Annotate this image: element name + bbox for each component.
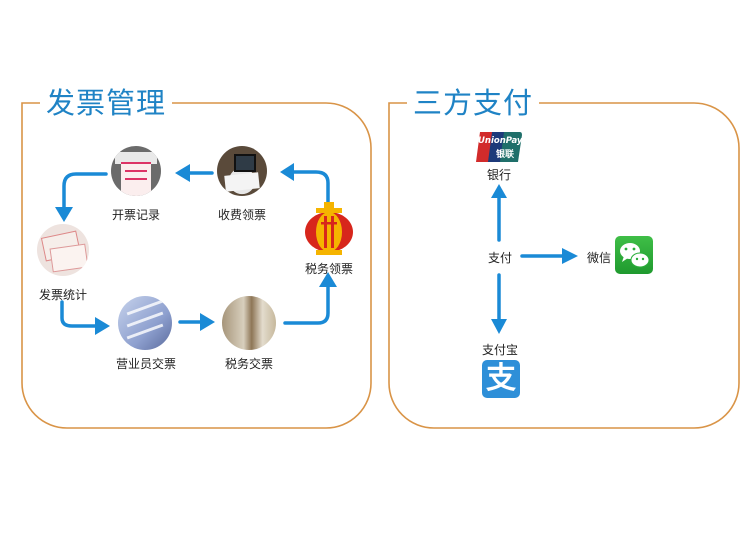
arrowhead bbox=[175, 164, 190, 182]
arrowhead bbox=[562, 248, 578, 264]
arrowhead bbox=[280, 163, 294, 181]
payment-label-alipay: 支付宝 bbox=[481, 343, 518, 357]
unionpay-logo-icon: UnionPay 银联 bbox=[476, 132, 522, 162]
arrow-taxsubmit-to-tax bbox=[283, 283, 330, 325]
node-label-record: 开票记录 bbox=[111, 208, 160, 222]
invoice-panel-title: 发票管理 bbox=[40, 86, 173, 120]
payment-panel-title: 三方支付 bbox=[407, 86, 540, 120]
arrowhead bbox=[95, 317, 110, 335]
invoice-panel-frame bbox=[21, 102, 372, 429]
arrowhead bbox=[319, 272, 337, 287]
payment-label-center: 支付 bbox=[487, 251, 512, 265]
invoice-stack-photo bbox=[37, 224, 89, 276]
node-label-clerk-submit: 营业员交票 bbox=[115, 357, 176, 371]
arrow-stats-to-clerk bbox=[60, 300, 98, 328]
arrow-record-to-stats bbox=[62, 172, 108, 212]
printer-photo bbox=[111, 146, 161, 196]
arrowhead bbox=[200, 313, 215, 331]
node-label-tax-issue: 税务领票 bbox=[304, 262, 353, 276]
node-label-tax-submit: 税务交票 bbox=[224, 357, 273, 371]
node-label-collect: 收费领票 bbox=[217, 208, 266, 222]
cashier-photo bbox=[217, 146, 267, 196]
arrowhead bbox=[491, 319, 507, 334]
arrowhead bbox=[491, 184, 507, 198]
payment-label-wechat: 微信 bbox=[586, 251, 611, 265]
documents-photo bbox=[118, 296, 172, 350]
node-label-stats: 发票统计 bbox=[38, 288, 87, 302]
wechat-logo-icon bbox=[615, 236, 653, 274]
files-photo bbox=[222, 296, 276, 350]
arrow-tax-to-collect bbox=[290, 170, 330, 230]
payment-label-bank: 银行 bbox=[486, 168, 511, 182]
arrowhead bbox=[55, 207, 73, 222]
tax-emblem-icon bbox=[302, 200, 356, 258]
payment-panel-frame bbox=[388, 102, 740, 429]
alipay-logo-icon: 支 bbox=[482, 360, 520, 398]
